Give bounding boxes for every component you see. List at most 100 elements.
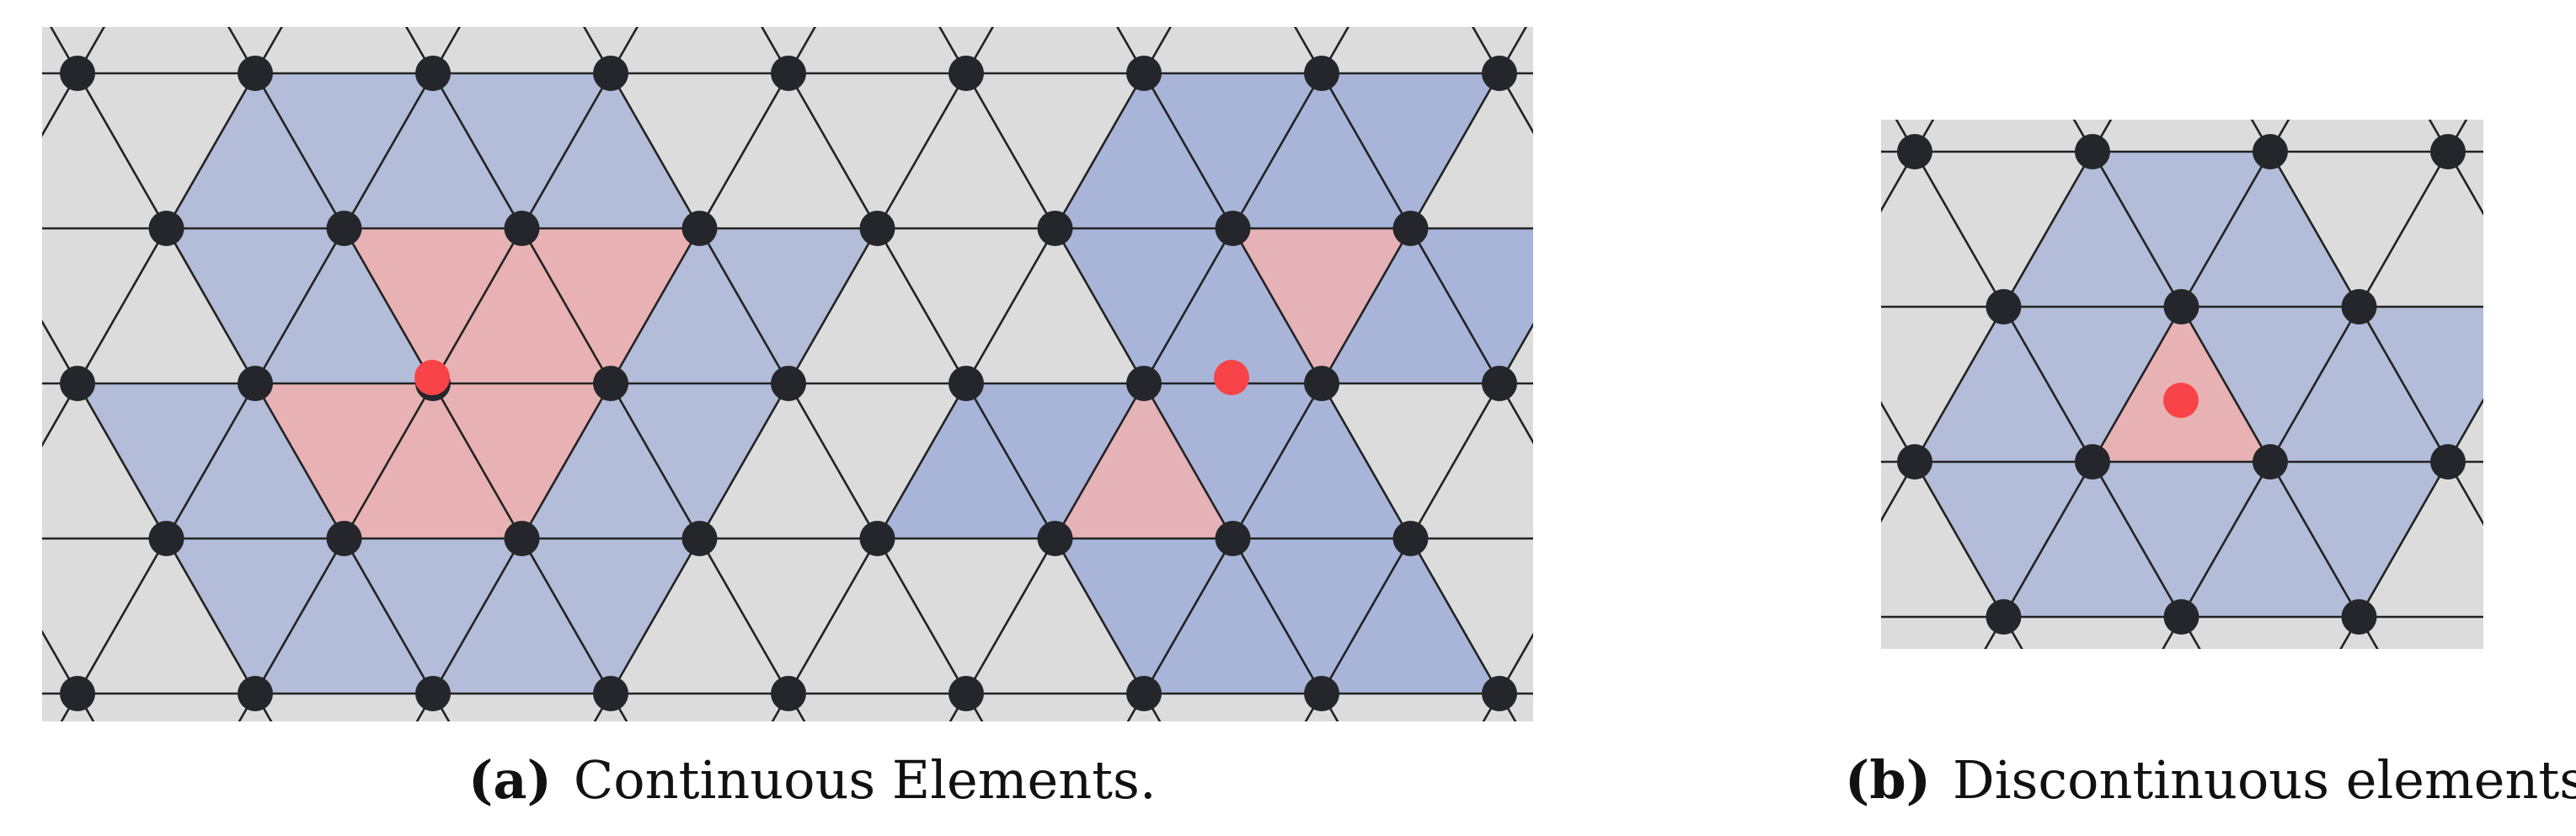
a-mesh-node [1482,56,1517,91]
a-element-triangle [433,383,611,539]
a-mesh-node [949,366,984,401]
b-edge-diagonal [2072,120,2379,649]
a-neighbor-triangle [699,228,878,383]
a-mesh-node [238,366,273,401]
caption-a: (a)Continuous Elements. [468,754,1157,807]
b-mesh-node [1985,599,2022,635]
a-neighbor-triangle [166,383,345,539]
b-edge-diagonal [2250,120,2483,526]
a-mesh-node [771,676,806,711]
a-red-marker [1214,360,1249,395]
a-mesh-node [949,56,984,91]
b-neighbor-triangle [2003,307,2182,462]
b-mesh-node [1897,134,1932,169]
a-mesh-node [1482,676,1517,711]
a-neighbor-triangle [166,228,345,383]
a-neighbor-triangle [966,383,1144,539]
a-mesh-node [238,676,273,711]
a-mesh-node [504,211,540,246]
panel-a-highlight-triangles [77,73,1533,694]
a-mesh-node [681,211,718,246]
a-neighbor-triangle [1055,73,1233,228]
a-mesh-node [859,211,895,246]
a-element-triangle [1055,383,1233,539]
a-mesh-node [415,56,451,91]
b-edge-diagonal [1881,400,2023,649]
a-mesh-node [326,521,362,556]
b-neighbor-triangle [2181,307,2360,462]
b-neighbor-triangle [2092,152,2270,307]
caption-b-tag: (b) [1845,749,1932,811]
a-element-triangle [1232,228,1411,383]
b-edge-diagonal [1984,120,2290,649]
a-neighbor-triangle [255,228,433,383]
a-edge-diagonal [1482,632,1533,721]
a-neighbor-triangle [1322,539,1499,694]
a-mesh-node [1215,211,1251,246]
a-neighbor-triangle [1232,73,1411,228]
a-edge-diagonal [42,27,106,137]
panel-a-markers [414,360,1249,395]
a-mesh-node [593,366,628,401]
a-neighbor-triangle [433,73,611,228]
a-mesh-node [1126,56,1162,91]
a-neighbor-triangle [1410,228,1533,383]
b-mesh-node [2163,599,2199,635]
b-neighbor-triangle [1915,462,2092,617]
b-mesh-node [2075,444,2110,480]
a-red-marker [414,360,450,395]
b-neighbor-triangle [2181,462,2360,617]
a-edge-diagonal [1471,27,1533,135]
a-mesh-node [1037,521,1073,556]
a-mesh-node [60,366,95,401]
a-neighbor-triangle [433,539,611,694]
a-neighbor-triangle [77,383,255,539]
a-element-triangle [344,228,522,383]
b-mesh-node [1985,289,2022,324]
a-mesh-node [415,676,451,711]
b-neighbor-triangle [2270,307,2448,462]
b-neighbor-triangle [2359,307,2483,462]
b-mesh-node [2430,134,2466,169]
b-neighbor-triangle [2092,462,2270,617]
b-red-marker [2163,383,2199,418]
a-neighbor-triangle [1055,228,1233,383]
a-element-triangle [433,228,611,383]
b-mesh-node [2075,134,2110,169]
a-neighbor-triangle [344,73,522,228]
b-mesh-node [2253,444,2288,480]
b-edge-diagonal [2162,120,2468,649]
a-mesh-node [1215,521,1251,556]
a-mesh-node [593,56,628,91]
a-mesh-node [60,676,95,711]
a-neighbor-triangle [1322,228,1499,383]
a-neighbor-triangle [1144,73,1322,228]
b-edge-diagonal [1881,120,1935,213]
a-mesh-node [1037,211,1073,246]
a-neighbor-triangle [521,539,700,694]
a-neighbor-triangle [1322,73,1499,228]
a-element-triangle [255,383,433,539]
a-mesh-node [859,521,895,556]
a-neighbor-triangle [1055,539,1233,694]
a-neighbor-triangle [1232,383,1411,539]
a-neighbor-triangle [1144,539,1322,694]
a-mesh-node [1304,56,1339,91]
a-element-triangle [344,383,522,539]
a-mesh-node [148,211,184,246]
b-mesh-node [1897,444,1932,480]
a-neighbor-triangle [255,73,433,228]
b-mesh-node [2341,289,2377,324]
a-mesh-node [1304,676,1339,711]
a-neighbor-triangle [1144,228,1322,383]
a-mesh-node [1126,676,1162,711]
panel-b-discontinuous-mesh [1881,120,2483,649]
b-neighbor-triangle [1915,307,2092,462]
b-edge-diagonal [2428,120,2483,216]
b-edge-diagonal [1895,120,2201,649]
a-neighbor-triangle [1232,539,1411,694]
b-mesh-node [2430,444,2466,480]
b-mesh-node [2341,599,2377,635]
